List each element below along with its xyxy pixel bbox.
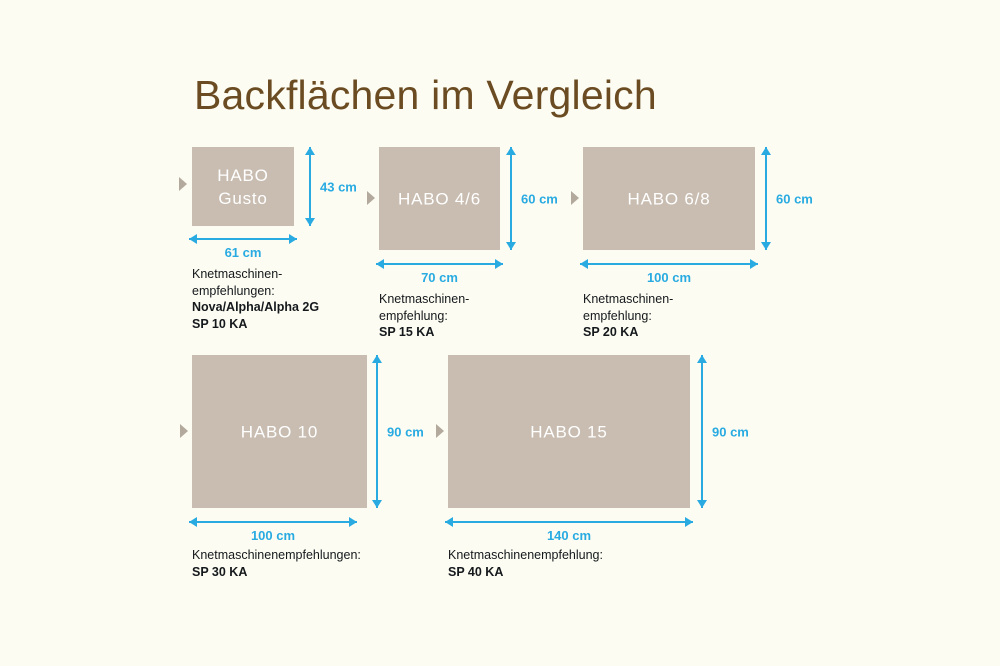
- arrow-head-up-icon: [506, 147, 516, 155]
- dimension-line: [189, 521, 357, 523]
- baking-area-rect: HABO Gusto: [192, 147, 294, 226]
- recommendation-line: SP 10 KA: [192, 316, 248, 331]
- recommendation-line: empfehlung:: [379, 308, 448, 323]
- arrow-head-left-icon: [445, 517, 453, 527]
- dimension-line: [309, 147, 311, 226]
- width-value-label: 140 cm: [546, 528, 592, 543]
- width-value-label: 100 cm: [646, 270, 692, 285]
- recommendation-line: Knetmaschinen-: [583, 292, 674, 306]
- height-value-label: 43 cm: [320, 179, 357, 194]
- width-dimension: 70 cm: [376, 258, 503, 285]
- arrow-head-left-icon: [376, 259, 384, 269]
- recommendation-line: Knetmaschinen-: [192, 267, 283, 281]
- arrow-head-down-icon: [372, 500, 382, 508]
- page-title: Backflächen im Vergleich: [194, 72, 657, 118]
- arrow-head-down-icon: [761, 242, 771, 250]
- recommendation-text: Knetmaschinen- empfehlung: SP 15 KA: [379, 291, 469, 341]
- product-name-label: HABO 6/8: [627, 189, 711, 208]
- width-value-label: 100 cm: [250, 528, 296, 543]
- recommendation-line: SP 15 KA: [379, 325, 435, 339]
- dimension-line: [445, 521, 693, 523]
- arrow-head-up-icon: [305, 147, 315, 155]
- width-value-label: 61 cm: [224, 245, 262, 260]
- recommendation-text: Knetmaschinen- empfehlung: SP 20 KA: [583, 291, 673, 341]
- width-dimension: 61 cm: [189, 233, 297, 260]
- arrow-head-right-icon: [750, 259, 758, 269]
- baking-area-rect: HABO 15: [448, 355, 690, 508]
- recommendation-line: SP 40 KA: [448, 564, 504, 579]
- pointer-triangle-icon: [436, 424, 444, 438]
- width-dimension: 140 cm: [445, 516, 693, 543]
- baking-area-rect: HABO 10: [192, 355, 367, 508]
- dimension-line: [510, 147, 512, 250]
- product-name-label: HABO 15: [530, 422, 608, 441]
- product-name-label: HABO Gusto: [217, 165, 269, 208]
- pointer-triangle-icon: [179, 177, 187, 191]
- recommendation-text: Knetmaschinenempfehlung: SP 40 KA: [448, 547, 603, 580]
- height-value-label: 60 cm: [521, 191, 558, 206]
- arrow-head-down-icon: [506, 242, 516, 250]
- dimension-line: [765, 147, 767, 250]
- product-name-label: HABO 10: [240, 422, 319, 441]
- pointer-triangle-icon: [367, 191, 375, 205]
- baking-area-rect: HABO 4/6: [379, 147, 500, 250]
- height-value-label: 90 cm: [387, 424, 424, 439]
- arrow-head-right-icon: [289, 234, 297, 244]
- dimension-line: [376, 263, 503, 265]
- arrow-head-down-icon: [697, 500, 707, 508]
- arrow-head-left-icon: [580, 259, 588, 269]
- recommendation-text: Knetmaschinenempfehlungen: SP 30 KA: [192, 547, 361, 580]
- recommendation-line: Knetmaschinenempfehlung:: [448, 548, 603, 562]
- recommendation-line: Nova/Alpha/Alpha 2G: [192, 300, 320, 314]
- dimension-line: [580, 263, 758, 265]
- height-dimension: 90 cm: [696, 355, 749, 508]
- arrow-head-right-icon: [685, 517, 693, 527]
- pointer-triangle-icon: [180, 424, 188, 438]
- height-dimension: 60 cm: [760, 147, 813, 250]
- arrow-head-down-icon: [305, 218, 315, 226]
- product-name-label: HABO 4/6: [398, 189, 481, 208]
- height-value-label: 90 cm: [712, 424, 749, 439]
- recommendation-line: Knetmaschinenempfehlungen:: [192, 548, 361, 562]
- dimension-line: [376, 355, 378, 508]
- width-value-label: 70 cm: [421, 270, 458, 285]
- baking-area-rect: HABO 6/8: [583, 147, 755, 250]
- dimension-line: [189, 238, 297, 240]
- arrow-head-up-icon: [697, 355, 707, 363]
- recommendation-text: Knetmaschinen- empfehlungen: Nova/Alpha/…: [192, 266, 319, 332]
- arrow-head-up-icon: [372, 355, 382, 363]
- dimension-line: [701, 355, 703, 508]
- width-dimension: 100 cm: [580, 258, 758, 285]
- height-value-label: 60 cm: [776, 191, 813, 206]
- pointer-triangle-icon: [571, 191, 579, 205]
- arrow-head-left-icon: [189, 517, 197, 527]
- height-dimension: 43 cm: [304, 147, 357, 226]
- recommendation-line: SP 30 KA: [192, 564, 248, 579]
- recommendation-line: empfehlungen:: [192, 283, 275, 298]
- width-dimension: 100 cm: [189, 516, 357, 543]
- height-dimension: 90 cm: [371, 355, 424, 508]
- recommendation-line: Knetmaschinen-: [379, 292, 470, 306]
- arrow-head-right-icon: [495, 259, 503, 269]
- recommendation-line: SP 20 KA: [583, 325, 639, 339]
- arrow-head-up-icon: [761, 147, 771, 155]
- height-dimension: 60 cm: [505, 147, 558, 250]
- arrow-head-left-icon: [189, 234, 197, 244]
- recommendation-line: empfehlung:: [583, 308, 652, 323]
- arrow-head-right-icon: [349, 517, 357, 527]
